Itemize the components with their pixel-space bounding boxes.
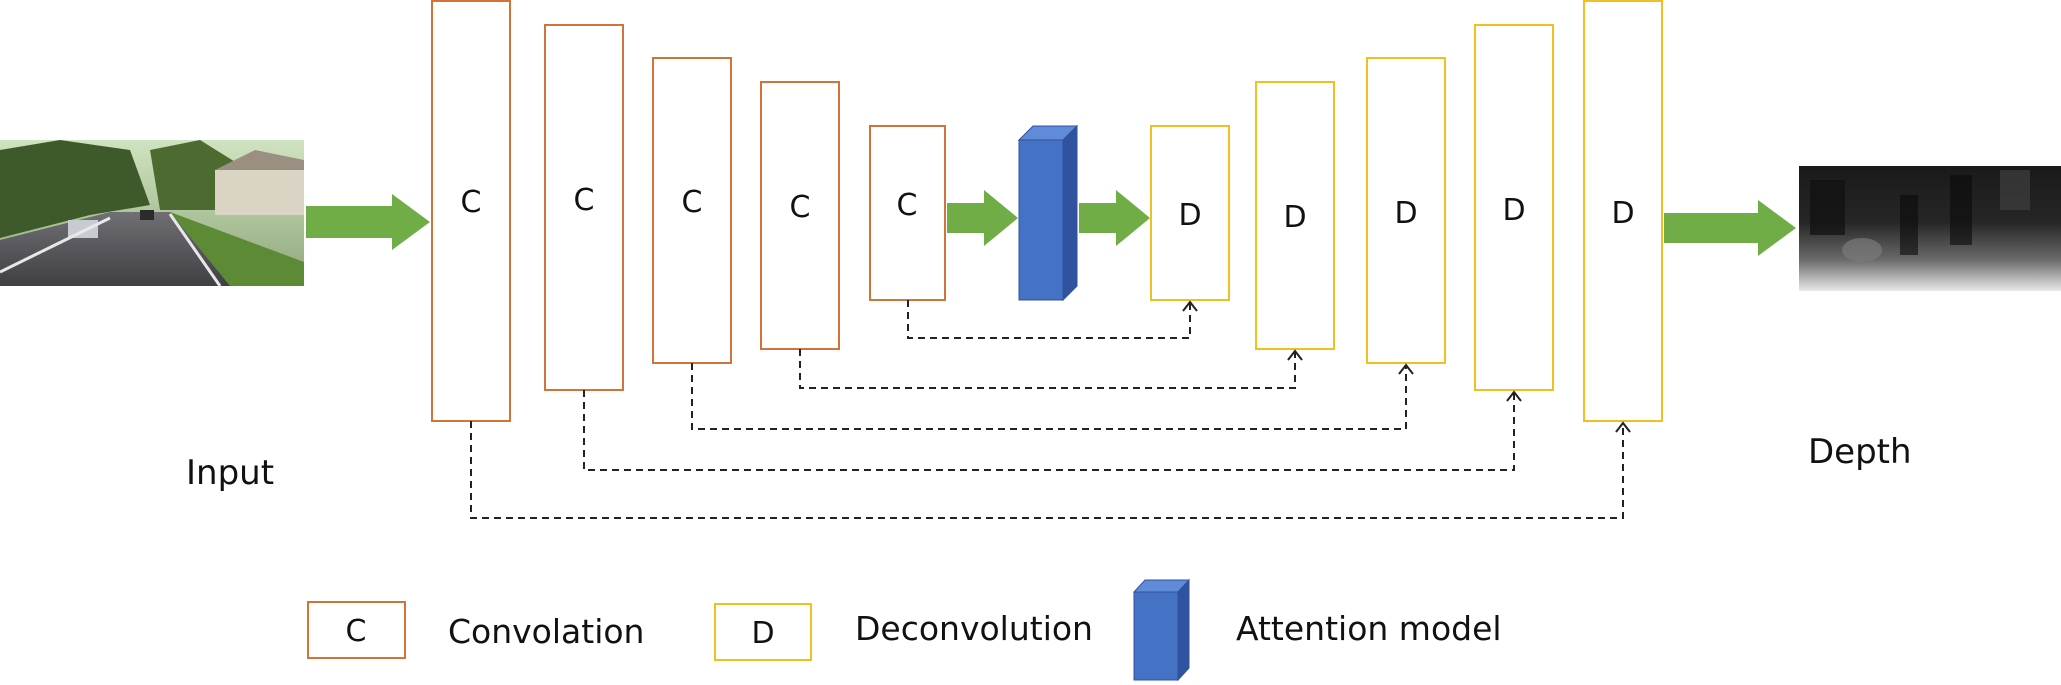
- deconv-block-5-label: D: [1611, 196, 1634, 231]
- deconv-block-3: D: [1366, 57, 1446, 364]
- conv-to-attention-arrow: [947, 190, 1018, 246]
- skip-arrowhead-1: [1182, 300, 1198, 312]
- depth-label: Depth: [1808, 432, 1912, 472]
- skip-connection-2: [799, 349, 1296, 389]
- input-label: Input: [186, 453, 274, 493]
- conv-block-2-label: C: [574, 183, 595, 218]
- skip-arrowhead-4: [1506, 390, 1522, 402]
- skip-arrowhead-3: [1398, 363, 1414, 375]
- depth-image: [1799, 166, 2061, 291]
- deconv-block-4: D: [1474, 24, 1554, 391]
- deconv-block-5: D: [1583, 0, 1663, 422]
- input-image: [0, 140, 304, 287]
- conv-block-5: C: [869, 125, 946, 301]
- skip-connection-3: [691, 363, 1407, 430]
- conv-block-4-label: C: [790, 190, 811, 225]
- legend-deconv-text: Deconvolution: [855, 609, 1093, 648]
- conv-block-4: C: [760, 81, 840, 350]
- legend-deconv-swatch: [714, 603, 812, 661]
- skip-arrowhead-5: [1615, 421, 1631, 433]
- skip-connection-4: [583, 390, 1515, 471]
- legend-deconv: D Deconvolution: [714, 603, 1093, 661]
- conv-block-3: C: [652, 57, 732, 364]
- deconv-block-1: D: [1150, 125, 1230, 301]
- deconv-block-1-label: D: [1178, 198, 1201, 233]
- legend-conv-letter: C: [346, 614, 367, 649]
- legend-conv-text: Convolation: [448, 612, 644, 651]
- skip-connection-5: [470, 421, 1624, 519]
- deconv-block-4-label: D: [1502, 193, 1525, 228]
- attention-block: [1017, 124, 1079, 302]
- deconv-block-3-label: D: [1394, 196, 1417, 231]
- conv-block-5-label: C: [897, 188, 918, 223]
- conv-block-3-label: C: [682, 185, 703, 220]
- input-arrow: [306, 194, 430, 250]
- deconv-block-2: D: [1255, 81, 1335, 350]
- conv-block-1: C: [431, 0, 511, 422]
- attention-to-deconv-arrow: [1079, 190, 1150, 246]
- skip-arrowhead-2: [1287, 349, 1303, 361]
- legend-conv-swatch: [307, 601, 406, 659]
- legend: C Convolation D Deconvolution Attention …: [307, 578, 1502, 682]
- legend-deconv-letter: D: [751, 616, 774, 651]
- skip-connection-1: [907, 300, 1191, 339]
- conv-block-2: C: [544, 24, 624, 391]
- legend-attention-swatch: [1133, 591, 1179, 681]
- deconv-block-2-label: D: [1283, 200, 1306, 235]
- legend-conv: C Convolation: [307, 601, 644, 659]
- output-arrow: [1664, 200, 1796, 256]
- legend-attention-text: Attention model: [1236, 609, 1502, 648]
- legend-attention: Attention model: [1132, 578, 1502, 682]
- conv-block-1-label: C: [461, 185, 482, 220]
